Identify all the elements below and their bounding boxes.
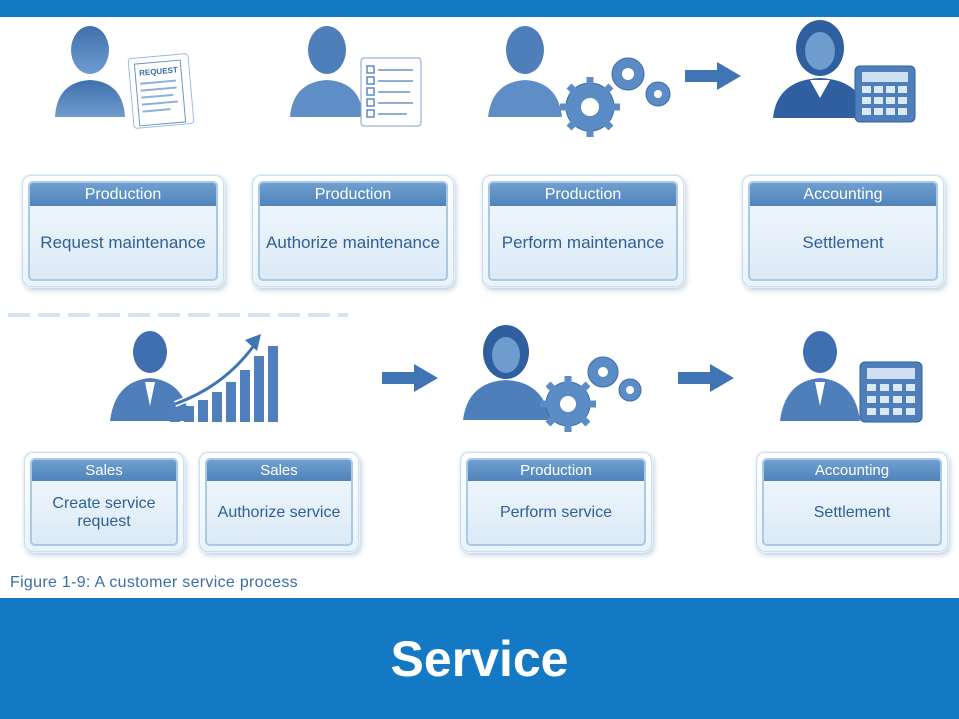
slide-title: Service	[390, 630, 569, 687]
card-perform-service: Production Perform service	[460, 452, 652, 552]
card-body: Perform service	[499, 503, 613, 521]
faded-figure-caption	[8, 313, 348, 317]
card-header: Production	[468, 460, 644, 481]
card-body: Authorize maintenance	[266, 233, 440, 252]
card-header: Production	[260, 183, 446, 206]
card-header: Accounting	[764, 460, 940, 481]
card-body: Create service request	[52, 494, 156, 530]
woman-with-gears-icon	[463, 325, 642, 432]
card-settlement-bottom: Accounting Settlement	[756, 452, 948, 552]
woman-with-calculator-icon	[773, 20, 916, 123]
card-authorize-service: Sales Authorize service	[199, 452, 359, 552]
figure-caption: Figure 1-9: A customer service process	[10, 574, 298, 591]
card-header: Production	[30, 183, 216, 206]
card-body: Settlement	[813, 503, 891, 521]
card-header: Sales	[207, 460, 351, 481]
request-doc-label: REQUEST	[139, 65, 178, 77]
card-create-service-request: Sales Create service request	[24, 452, 184, 552]
arrow-right-icon	[678, 364, 734, 392]
top-bar	[0, 0, 959, 17]
card-authorize-maintenance: Production Authorize maintenance	[252, 175, 454, 287]
card-request-maintenance: Production Request maintenance	[22, 175, 224, 287]
card-header: Accounting	[750, 183, 936, 206]
person-with-gears-icon	[488, 26, 671, 137]
card-body: Authorize service	[217, 503, 341, 521]
arrow-right-icon	[685, 62, 741, 90]
person-with-checklist-icon	[290, 26, 422, 127]
person-with-growth-chart-icon	[110, 331, 278, 422]
person-with-request-icon: REQUEST	[55, 26, 195, 129]
card-header: Production	[490, 183, 676, 206]
man-with-calculator-icon	[780, 331, 923, 423]
card-settlement-top: Accounting Settlement	[742, 175, 944, 287]
arrow-right-icon	[382, 364, 438, 392]
card-body: Settlement	[802, 233, 884, 252]
card-perform-maintenance: Production Perform maintenance	[482, 175, 684, 287]
card-header: Sales	[32, 460, 176, 481]
card-body: Request maintenance	[40, 233, 206, 252]
title-bar: Service	[0, 598, 959, 719]
card-body: Perform maintenance	[501, 233, 665, 252]
